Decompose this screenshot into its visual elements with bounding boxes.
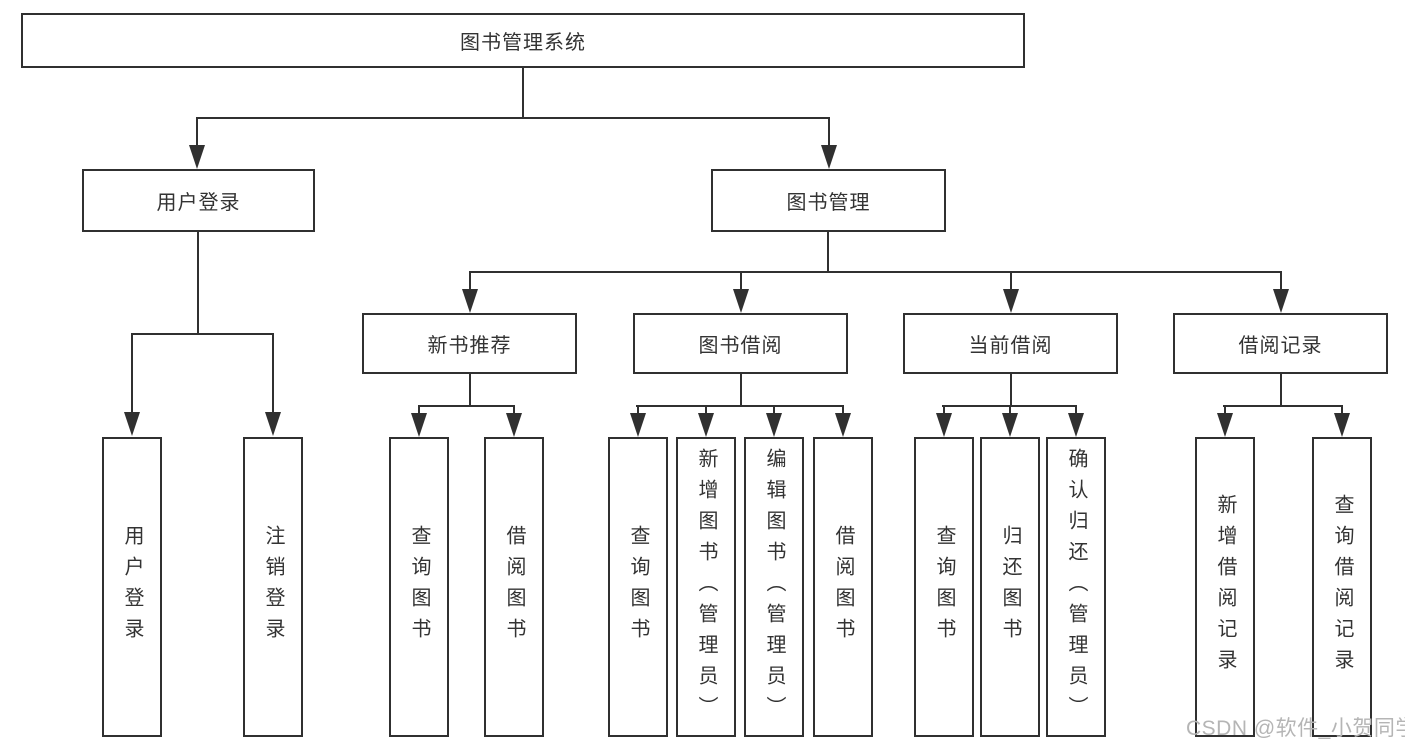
csdn-watermark: CSDN @软件_小贺同学 bbox=[1186, 717, 1405, 740]
arrowhead-down-icon bbox=[189, 145, 205, 169]
arrowhead-down-icon bbox=[630, 413, 646, 437]
edge-to-leaf-logout-vline bbox=[272, 333, 274, 412]
node-library-management-system: 图书管理系统 bbox=[21, 13, 1025, 68]
node-label: 查询图书 bbox=[408, 525, 430, 649]
edge-current-borrowing-stub bbox=[1010, 374, 1012, 406]
node-label: 查询图书 bbox=[933, 525, 955, 649]
edge-book-borrowing-hline bbox=[636, 405, 844, 407]
node-user-login: 用户登录 bbox=[82, 169, 315, 232]
node-label: 确认归还（管理员） bbox=[1065, 447, 1087, 727]
leaf-edit-book-admin: 编辑图书（管理员） bbox=[744, 437, 804, 737]
edge-to-book-management-vline bbox=[828, 117, 830, 145]
leaf-query-books-recommend: 查询图书 bbox=[389, 437, 449, 737]
leaf-borrow-books-recommend: 借阅图书 bbox=[484, 437, 544, 737]
node-new-book-recommendation: 新书推荐 bbox=[362, 313, 577, 374]
edge-leaf-vline bbox=[842, 405, 844, 415]
arrowhead-down-icon bbox=[936, 413, 952, 437]
edge-to-current-borrowing-vline bbox=[1010, 271, 1012, 291]
node-book-borrowing: 图书借阅 bbox=[633, 313, 848, 374]
edge-leaf-vline bbox=[513, 405, 515, 415]
node-label: 新增借阅记录 bbox=[1214, 494, 1236, 680]
edge-to-borrowing-records-vline bbox=[1280, 271, 1282, 291]
node-label: 查询图书 bbox=[627, 525, 649, 649]
arrowhead-down-icon bbox=[506, 413, 522, 437]
edge-root-stub bbox=[522, 68, 524, 118]
arrowhead-down-icon bbox=[1217, 413, 1233, 437]
node-label: 用户登录 bbox=[156, 192, 241, 214]
edge-leaf-vline bbox=[705, 405, 707, 415]
edge-leaf-vline bbox=[1341, 405, 1343, 415]
edge-leaf-vline bbox=[773, 405, 775, 415]
node-label: 图书管理 bbox=[786, 192, 871, 214]
node-current-borrowing: 当前借阅 bbox=[903, 313, 1118, 374]
leaf-logout-login: 注销登录 bbox=[243, 437, 303, 737]
arrowhead-down-icon bbox=[835, 413, 851, 437]
arrowhead-down-icon bbox=[821, 145, 837, 169]
node-borrowing-records: 借阅记录 bbox=[1173, 313, 1388, 374]
edge-book-borrowing-stub bbox=[740, 374, 742, 406]
leaf-confirm-return-admin: 确认归还（管理员） bbox=[1046, 437, 1106, 737]
edge-new-book-hline bbox=[418, 405, 515, 407]
node-label: 用户登录 bbox=[121, 525, 143, 649]
node-label: 新增图书（管理员） bbox=[695, 447, 717, 727]
edge-to-user-login-vline bbox=[196, 117, 198, 145]
edge-to-new-book-vline bbox=[469, 271, 471, 291]
arrowhead-down-icon bbox=[1273, 289, 1289, 313]
node-label: 当前借阅 bbox=[968, 335, 1053, 357]
arrowhead-down-icon bbox=[1002, 413, 1018, 437]
edge-borrowing-records-hline bbox=[1223, 405, 1343, 407]
node-label: 归还图书 bbox=[999, 525, 1021, 649]
edge-book-management-stub bbox=[827, 232, 829, 272]
edge-leaf-vline bbox=[637, 405, 639, 415]
edge-leaf-vline bbox=[1224, 405, 1226, 415]
edge-new-book-stub bbox=[469, 374, 471, 406]
arrowhead-down-icon bbox=[1068, 413, 1084, 437]
node-label: 编辑图书（管理员） bbox=[763, 447, 785, 727]
arrowhead-down-icon bbox=[124, 412, 140, 436]
arrowhead-down-icon bbox=[733, 289, 749, 313]
leaf-add-book-admin: 新增图书（管理员） bbox=[676, 437, 736, 737]
node-label: 借阅图书 bbox=[503, 525, 525, 649]
edge-user-login-hline bbox=[131, 333, 274, 335]
arrowhead-down-icon bbox=[1003, 289, 1019, 313]
leaf-query-books-borrowing: 查询图书 bbox=[608, 437, 668, 737]
arrowhead-down-icon bbox=[1334, 413, 1350, 437]
edge-level1-hline bbox=[196, 117, 830, 119]
arrowhead-down-icon bbox=[411, 413, 427, 437]
arrowhead-down-icon bbox=[462, 289, 478, 313]
node-label: 查询借阅记录 bbox=[1331, 494, 1353, 680]
node-label: 借阅记录 bbox=[1238, 335, 1323, 357]
leaf-return-books: 归还图书 bbox=[980, 437, 1040, 737]
node-label: 注销登录 bbox=[262, 525, 284, 649]
edge-to-book-borrowing-vline bbox=[740, 271, 742, 291]
edge-leaf-vline bbox=[1075, 405, 1077, 415]
leaf-query-borrow-record: 查询借阅记录 bbox=[1312, 437, 1372, 737]
leaf-add-borrow-record: 新增借阅记录 bbox=[1195, 437, 1255, 737]
edge-user-login-stub bbox=[197, 232, 199, 334]
node-book-management: 图书管理 bbox=[711, 169, 946, 232]
leaf-query-books-current: 查询图书 bbox=[914, 437, 974, 737]
leaf-user-login: 用户登录 bbox=[102, 437, 162, 737]
edge-to-leaf-user-login-vline bbox=[131, 333, 133, 412]
arrowhead-down-icon bbox=[265, 412, 281, 436]
edge-leaf-vline bbox=[943, 405, 945, 415]
arrowhead-down-icon bbox=[698, 413, 714, 437]
node-label: 图书管理系统 bbox=[460, 32, 586, 54]
edge-level3-hline bbox=[469, 271, 1282, 273]
leaf-borrow-books-borrowing: 借阅图书 bbox=[813, 437, 873, 737]
node-label: 借阅图书 bbox=[832, 525, 854, 649]
edge-leaf-vline bbox=[1009, 405, 1011, 415]
node-label: 新书推荐 bbox=[427, 335, 512, 357]
arrowhead-down-icon bbox=[766, 413, 782, 437]
edge-borrowing-records-stub bbox=[1280, 374, 1282, 406]
node-label: 图书借阅 bbox=[698, 335, 783, 357]
edge-leaf-vline bbox=[418, 405, 420, 415]
